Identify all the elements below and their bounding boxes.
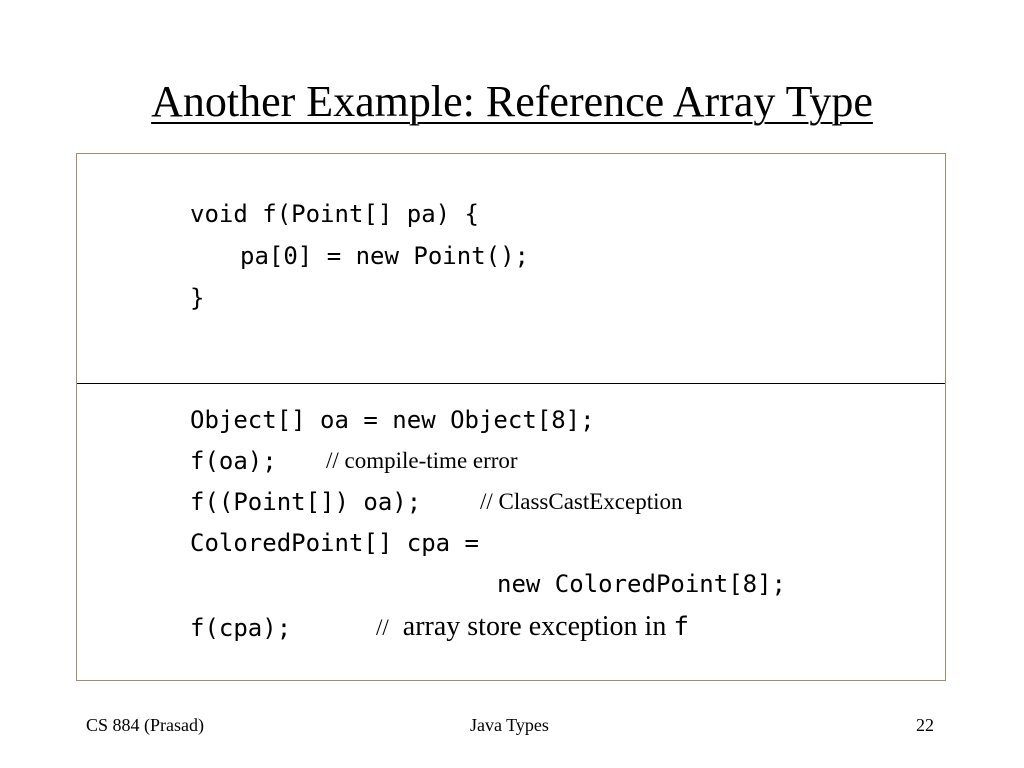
slide-title: Another Example: Reference Array Type — [151, 77, 873, 126]
comment-slashes: // — [376, 615, 389, 640]
code-panel — [76, 153, 946, 681]
panel-divider — [77, 383, 945, 384]
footer-slide-number: 22 — [916, 715, 934, 735]
comment-compile-time-error: // compile-time error — [326, 448, 518, 473]
comment-class-cast-exception: // ClassCastException — [480, 489, 683, 514]
code-line-f-cpa: f(cpa); — [190, 614, 292, 642]
code-line-f-oa: f(oa); — [190, 447, 277, 475]
footer-course: CS 884 (Prasad) — [86, 715, 204, 735]
code-line-close-brace: } — [190, 284, 205, 312]
code-line-colored-point-decl: ColoredPoint[] cpa = — [190, 529, 479, 557]
comment-array-store-exception: // array store exception in f — [376, 612, 689, 643]
comment-text: array store exception in — [402, 611, 667, 642]
footer-topic: Java Types — [470, 715, 549, 735]
code-line-signature: void f(Point[] pa) { — [190, 200, 479, 228]
code-line-cast: f((Point[]) oa); — [190, 488, 422, 516]
code-line-assignment: pa[0] = new Point(); — [240, 242, 529, 270]
code-line-object-array: Object[] oa = new Object[8]; — [190, 406, 595, 434]
code-line-colored-point-new: new ColoredPoint[8]; — [497, 570, 786, 598]
comment-inline-code: f — [673, 612, 689, 642]
